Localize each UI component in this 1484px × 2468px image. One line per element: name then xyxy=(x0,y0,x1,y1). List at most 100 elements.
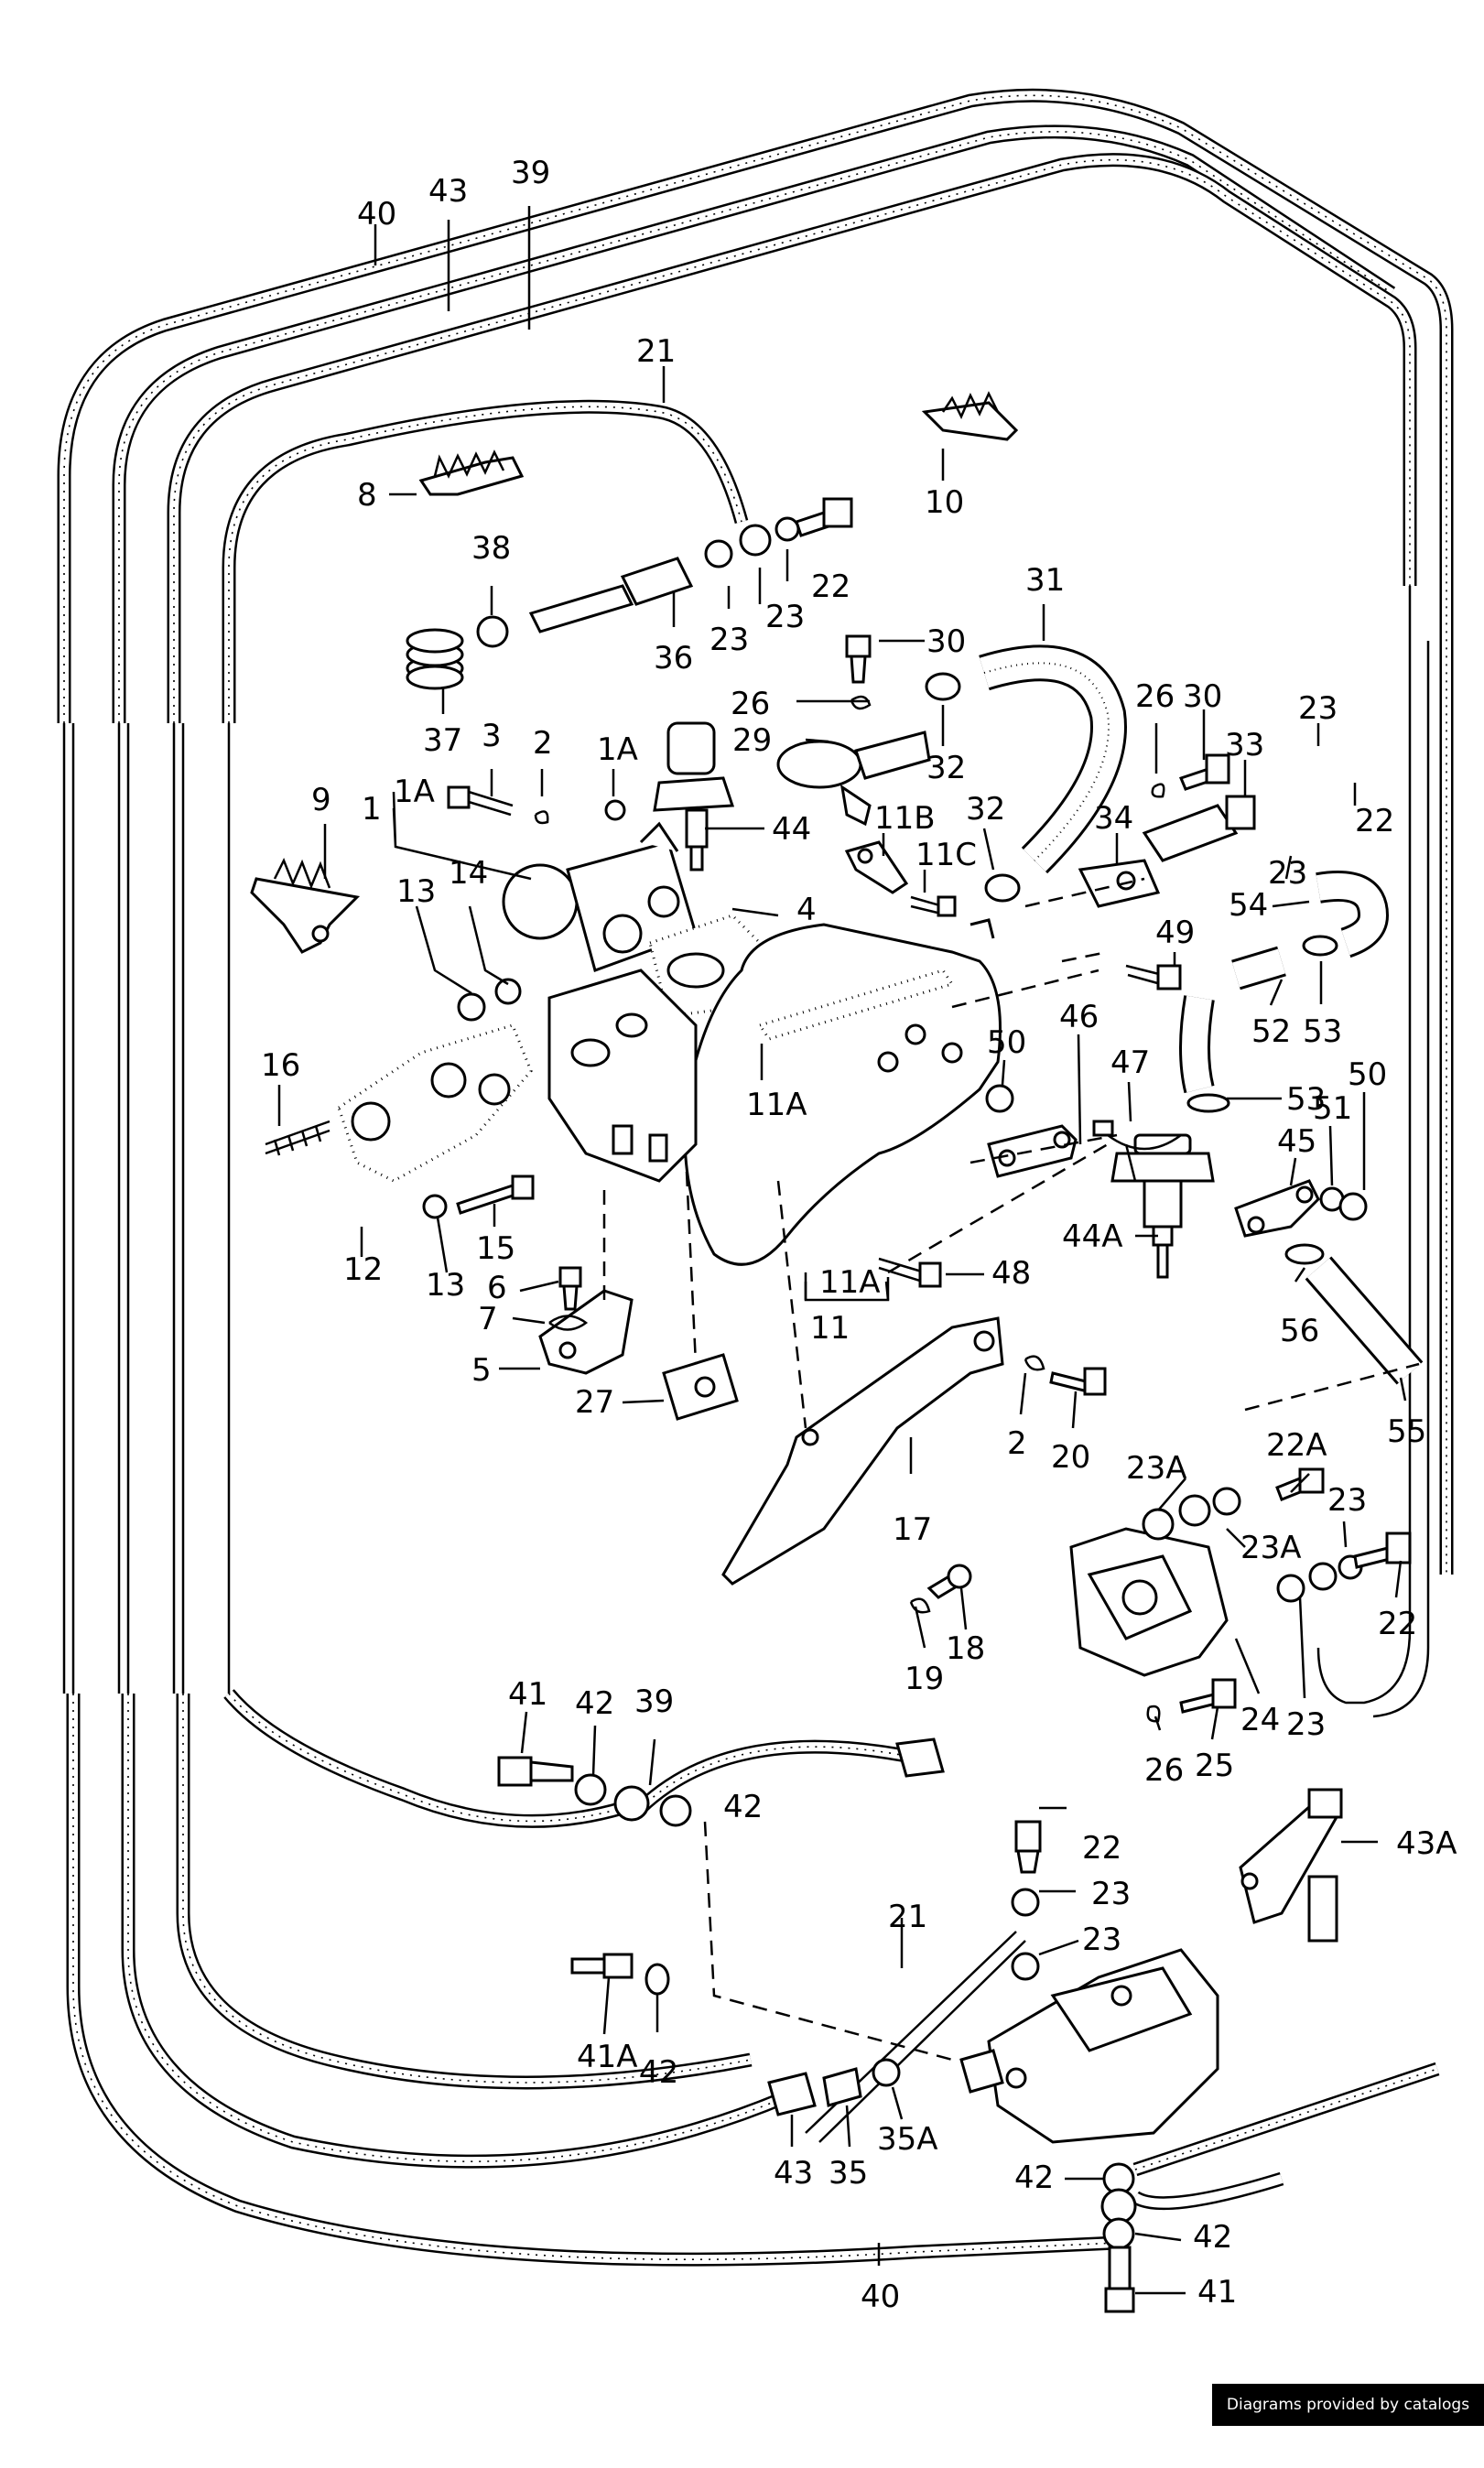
callout-12: 12 xyxy=(343,1251,383,1288)
callout-33: 33 xyxy=(1225,727,1264,763)
callout-22A: 22A xyxy=(1266,1427,1327,1464)
callout-30: 30 xyxy=(1183,678,1222,715)
hose-40 xyxy=(57,88,1454,2267)
callout-42: 42 xyxy=(575,1685,614,1722)
bolt-6 xyxy=(558,1266,582,1311)
bolt-30b xyxy=(1151,753,1230,798)
bracket-8 xyxy=(418,449,525,496)
callout-42: 42 xyxy=(723,1789,763,1825)
callout-39: 39 xyxy=(511,155,550,191)
clamps-32 xyxy=(925,672,1021,903)
bracket-11B xyxy=(844,840,909,894)
hose-43 xyxy=(112,124,1396,2169)
bolt-49 xyxy=(1125,964,1182,990)
hose-21 xyxy=(222,399,1026,2143)
callout-37: 37 xyxy=(423,722,462,759)
bolt-18 xyxy=(909,1564,972,1614)
callout-41: 41 xyxy=(508,1676,547,1713)
callout-3: 3 xyxy=(482,718,502,754)
callout-49: 49 xyxy=(1155,915,1195,951)
callout-22: 22 xyxy=(1378,1606,1417,1642)
callout-26: 26 xyxy=(1144,1752,1184,1789)
callout-55: 55 xyxy=(1387,1413,1426,1450)
callout-40: 40 xyxy=(357,196,396,233)
part-34 xyxy=(1078,859,1161,908)
callout-13: 13 xyxy=(426,1267,465,1304)
callout-9: 9 xyxy=(311,782,331,818)
bolt-20 xyxy=(1024,1355,1107,1396)
callout-1: 1 xyxy=(362,791,382,828)
callout-31: 31 xyxy=(1025,562,1065,599)
callout-32: 32 xyxy=(966,791,1005,828)
callout-21: 21 xyxy=(636,333,676,370)
callout-13: 13 xyxy=(396,873,436,910)
part-33 xyxy=(1142,795,1256,862)
guide-lines xyxy=(602,877,1420,2062)
bracket-5 xyxy=(538,1289,634,1375)
intake-manifold-11 xyxy=(683,918,1002,1266)
callout-19: 19 xyxy=(904,1661,944,1697)
bolt-11C xyxy=(910,895,957,917)
callout-48: 48 xyxy=(991,1255,1031,1292)
callout-42: 42 xyxy=(639,2054,678,2091)
hose-55 xyxy=(1284,1243,1424,1385)
callout-23: 23 xyxy=(1268,855,1307,892)
callout-6: 6 xyxy=(487,1270,507,1306)
clamps-53 xyxy=(1186,935,1338,1113)
regulator-44A xyxy=(1110,1133,1215,1279)
callout-11A: 11A xyxy=(746,1087,807,1123)
callout-40: 40 xyxy=(861,2279,900,2315)
hose-40-right xyxy=(1131,2062,1440,2211)
credit-banner xyxy=(1212,2384,1484,2426)
callout-23: 23 xyxy=(1298,690,1338,727)
callout-30: 30 xyxy=(926,623,966,660)
callout-51: 51 xyxy=(1313,1090,1352,1127)
callout-23: 23 xyxy=(1286,1706,1326,1743)
callout-5: 5 xyxy=(471,1352,492,1389)
callout-11B: 11B xyxy=(874,800,936,837)
manifold-left xyxy=(547,969,698,1183)
clamp-47 xyxy=(1092,1120,1182,1182)
callout-36: 36 xyxy=(654,640,693,677)
nut-1A xyxy=(604,799,626,821)
bolt-3 xyxy=(447,785,514,817)
banjo-41A xyxy=(570,1953,670,1996)
callout-38: 38 xyxy=(471,530,511,567)
callout-47: 47 xyxy=(1110,1045,1150,1081)
nuts-50-51 xyxy=(985,1084,1368,1221)
callout-23A: 23A xyxy=(1126,1450,1187,1487)
accumulator-43A xyxy=(1239,1788,1343,1943)
callout-22: 22 xyxy=(1355,803,1394,839)
callout-20: 20 xyxy=(1051,1439,1090,1476)
callout-42: 42 xyxy=(1193,2219,1232,2256)
callout-52: 52 xyxy=(1251,1013,1291,1050)
callout-50: 50 xyxy=(987,1024,1026,1061)
bolt-48 xyxy=(878,1257,942,1288)
banjo-bolt-41 xyxy=(497,1756,574,1787)
fitting-39-end xyxy=(613,1737,945,1822)
callout-53: 53 xyxy=(1303,1013,1342,1050)
callout-1A: 1A xyxy=(394,774,435,810)
callout-16: 16 xyxy=(261,1047,300,1084)
bracket-46 xyxy=(987,1124,1078,1178)
callout-50: 50 xyxy=(1348,1056,1387,1093)
callout-11C: 11C xyxy=(915,837,977,873)
callout-23A: 23A xyxy=(1240,1530,1302,1566)
callout-4: 4 xyxy=(796,892,817,928)
callout-22: 22 xyxy=(811,568,850,605)
callout-18: 18 xyxy=(946,1630,985,1667)
spring-37 xyxy=(406,628,464,690)
callout-25: 25 xyxy=(1195,1748,1234,1784)
callout-2: 2 xyxy=(533,725,553,762)
sensor-27 xyxy=(662,1353,739,1421)
callout-41A: 41A xyxy=(577,2039,638,2075)
washers-top xyxy=(704,497,853,568)
clip-2 xyxy=(534,810,549,825)
callout-22: 22 xyxy=(1082,1830,1121,1867)
hose-31 xyxy=(979,644,1127,874)
bracket-10 xyxy=(921,391,1019,441)
callout-39: 39 xyxy=(634,1683,674,1720)
callout-23: 23 xyxy=(1327,1482,1367,1519)
valve-29 xyxy=(776,731,931,827)
